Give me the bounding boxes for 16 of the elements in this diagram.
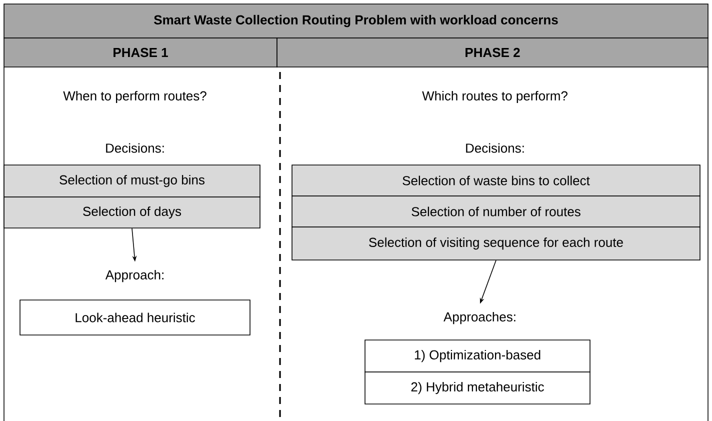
section-label: Decisions: <box>466 143 524 153</box>
column-header: PHASE 1 <box>4 38 278 68</box>
question-text: When to perform routes? <box>63 90 206 104</box>
column-header: PHASE 2 <box>276 38 708 68</box>
approach-label: Approach: <box>105 270 164 282</box>
decision-box: Selection of number of routes <box>292 196 700 228</box>
decision-box: Selection of must-go bins <box>4 164 260 198</box>
question-text: Which routes to perform? <box>422 90 568 104</box>
decision-box: Selection of waste bins to collect <box>292 164 700 196</box>
approach-box: 2) Hybrid metaheuristic <box>364 372 590 404</box>
approach-label: Approaches: <box>444 312 516 324</box>
decision-box: Selection of visiting sequence for each route <box>292 226 700 260</box>
approach-box: Look-ahead heuristic <box>20 300 250 336</box>
approach-box: 1) Optimization-based <box>364 340 590 372</box>
decision-box: Selection of days <box>4 196 260 228</box>
section-label: Decisions: <box>106 143 164 153</box>
